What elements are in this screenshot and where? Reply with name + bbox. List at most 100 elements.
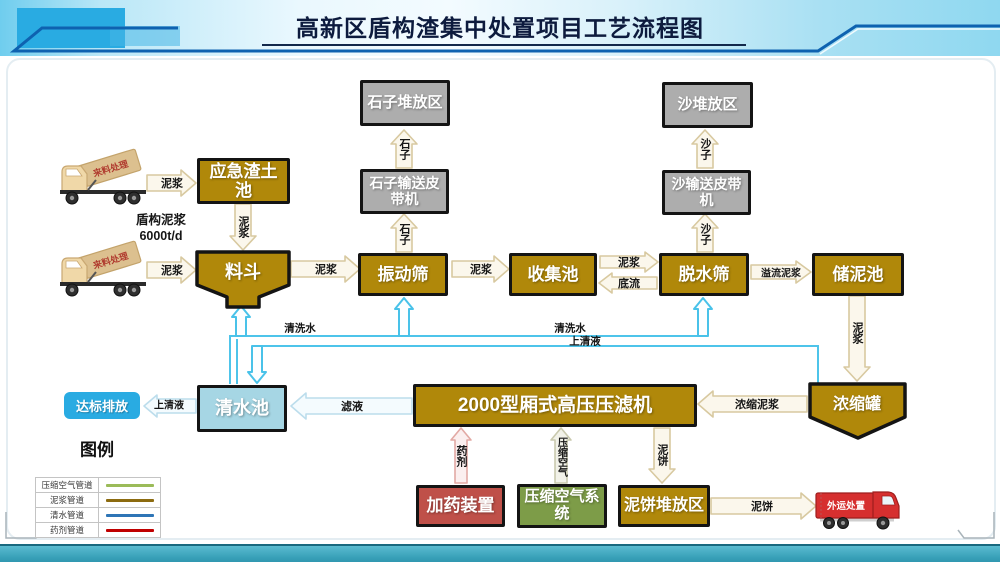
- node-stone-yard: 石子堆放区: [360, 80, 450, 126]
- arrow-mud-emergency-pool-hopper: [229, 203, 257, 251]
- flow-label-compressed-air: 压缩空气: [555, 437, 567, 477]
- header-line: [9, 24, 1000, 53]
- arrow-mud-storage-concentrator: [843, 295, 871, 382]
- legend-row: 清水管道: [36, 508, 160, 523]
- feed-note-line1: 盾构泥浆: [135, 212, 187, 227]
- flow-label-mud-cake: 泥饼: [751, 501, 773, 513]
- flow-label-supernatant: 上清液: [569, 335, 601, 348]
- legend-line-water: [105, 513, 154, 517]
- truck-outgoing-icon: 外运处置: [815, 491, 900, 530]
- content-frame: [6, 58, 996, 540]
- node-cake-yard: 泥饼堆放区: [618, 485, 710, 527]
- header-accent-block-2: [110, 26, 180, 46]
- node-hopper-label: 料斗: [225, 262, 261, 282]
- corner-decoration-right: [957, 512, 995, 539]
- footer-bar: [0, 544, 1000, 562]
- feed-note-line2: 6000t/d: [139, 229, 183, 243]
- flow-label-sand: 沙子: [699, 223, 711, 245]
- arrow-sand-dewatering-screen-belt: [691, 213, 719, 253]
- node-concentrator-label: 浓缩罐: [832, 396, 882, 413]
- arrow-stone-belt-stone-yard: [390, 129, 418, 169]
- flow-label-filtrate: 滤液: [341, 401, 363, 413]
- legend-line-chemical: [105, 528, 154, 532]
- clearwater-arrows: [143, 392, 413, 420]
- arrow-washwater-vibrating-screen: [394, 297, 414, 337]
- legend-row: 药剂管道: [36, 523, 160, 537]
- water-arrows: [231, 297, 713, 384]
- legend-line-mud: [105, 498, 154, 502]
- node-discharge-badge: 达标排放: [64, 392, 140, 419]
- arrow-sand-belt-sand-yard: [691, 129, 719, 169]
- arrow-mudcake-filter-press-cake-yard: [648, 427, 676, 484]
- supernatant-pipe: [256, 345, 819, 384]
- truck-incoming-2-icon: 来料处理: [60, 240, 146, 297]
- node-dosing-device: 加药装置: [416, 485, 505, 527]
- slurry-arrows: [146, 129, 871, 520]
- arrow-supernatant-clear-water-pool-discharge: [143, 394, 197, 418]
- legend-title: 图例: [80, 440, 114, 460]
- flow-label-concentrated-mud: 浓缩泥浆: [735, 399, 779, 411]
- node-air-system: 压缩空气系统: [517, 484, 607, 528]
- arrow-chemical-dosing-filter-press: [450, 427, 472, 484]
- header-decoration: [9, 8, 1000, 55]
- arrow-mudcake-cake-yard-truck: [710, 492, 817, 520]
- arrow-stone-vibrating-screen-belt: [390, 213, 418, 253]
- arrow-mud-truck1-emergency-pool: [146, 169, 197, 197]
- legend-label: 清水管道: [49, 510, 84, 520]
- arrow-air-system-filter-press: [550, 427, 572, 484]
- arrow-overflow-dewatering-screen-mud-storage: [750, 260, 812, 284]
- node-collection-pool: 收集池: [509, 253, 597, 296]
- arrow-filtrate-filter-press-clear-water-pool: [290, 392, 413, 420]
- flow-label-mud-cake: 泥饼: [656, 444, 668, 466]
- node-sand-yard: 沙堆放区: [662, 82, 753, 128]
- flow-label-mud: 泥浆: [161, 178, 183, 190]
- feed-note: 盾构泥浆 6000t/d: [136, 212, 186, 245]
- water-pipes: [229, 335, 819, 384]
- flow-label-underflow: 底流: [618, 278, 640, 290]
- flow-label-mud: 泥浆: [851, 322, 863, 344]
- node-stone-belt: 石子输送皮带机: [360, 169, 449, 214]
- node-clear-water-pool: 清水池: [197, 385, 287, 432]
- node-mud-storage: 储泥池: [812, 253, 904, 296]
- legend-row: 泥浆管道: [36, 493, 160, 508]
- arrow-mud-truck2-hopper: [146, 256, 197, 284]
- node-sand-belt: 沙输送皮带机: [662, 170, 751, 215]
- page-title: 高新区盾构渣集中处置项目工艺流程图: [296, 15, 704, 41]
- arrow-mud-hopper-vibrating-screen: [290, 255, 361, 283]
- arrow-washwater-hopper: [231, 305, 251, 337]
- node-filter-press: 2000型厢式高压压滤机: [413, 384, 697, 427]
- node-vibrating-screen: 振动筛: [358, 253, 448, 296]
- arrow-concentrated-mud-concentrator-filter-press: [697, 390, 808, 418]
- flow-label-stone: 石子: [398, 138, 410, 160]
- flow-label-mud: 泥浆: [161, 265, 183, 277]
- flow-label-mud: 泥浆: [470, 264, 492, 276]
- arrow-mud-collection-pool-dewatering-screen: [599, 251, 659, 273]
- legend-row: 压缩空气管道: [36, 478, 160, 493]
- header-line-highlight: [819, 28, 1000, 55]
- arrow-underflow-dewatering-screen-collection-pool: [598, 272, 658, 294]
- flow-label-wash-water: 清洗水: [554, 322, 586, 335]
- node-hopper-shape: [195, 250, 291, 309]
- flow-label-sand: 沙子: [699, 138, 711, 160]
- flow-label-wash-water: 清洗水: [284, 322, 316, 335]
- arrow-mud-vibrating-screen-collection-pool: [451, 255, 510, 283]
- node-emergency-pool: 应急渣土池: [197, 158, 290, 204]
- flow-label-mud: 泥浆: [618, 257, 640, 269]
- truck-incoming-1-icon: 来料处理: [60, 148, 146, 205]
- flow-label-stone: 石子: [398, 223, 410, 245]
- flow-label-chemical: 药剂: [455, 445, 467, 467]
- legend-label: 泥浆管道: [49, 495, 84, 505]
- flow-label-supernatant: 上清液: [154, 400, 184, 412]
- wash-water-pipe: [229, 335, 703, 384]
- flow-label-mud: 泥浆: [315, 264, 337, 276]
- legend-line-air: [105, 483, 154, 487]
- arrow-washwater-dewatering-screen: [693, 297, 713, 337]
- header: 高新区盾构渣集中处置项目工艺流程图: [0, 0, 1000, 56]
- node-concentrator-shape: [808, 382, 907, 440]
- arrow-supernatant-clear-water-pool: [247, 345, 267, 384]
- node-dewatering-screen: 脱水筛: [659, 253, 749, 296]
- flow-label-overflow-mud: 溢流泥浆: [761, 268, 801, 280]
- legend-label: 药剂管道: [49, 525, 84, 535]
- legend-table: 压缩空气管道 泥浆管道 清水管道 药剂管道: [35, 477, 161, 538]
